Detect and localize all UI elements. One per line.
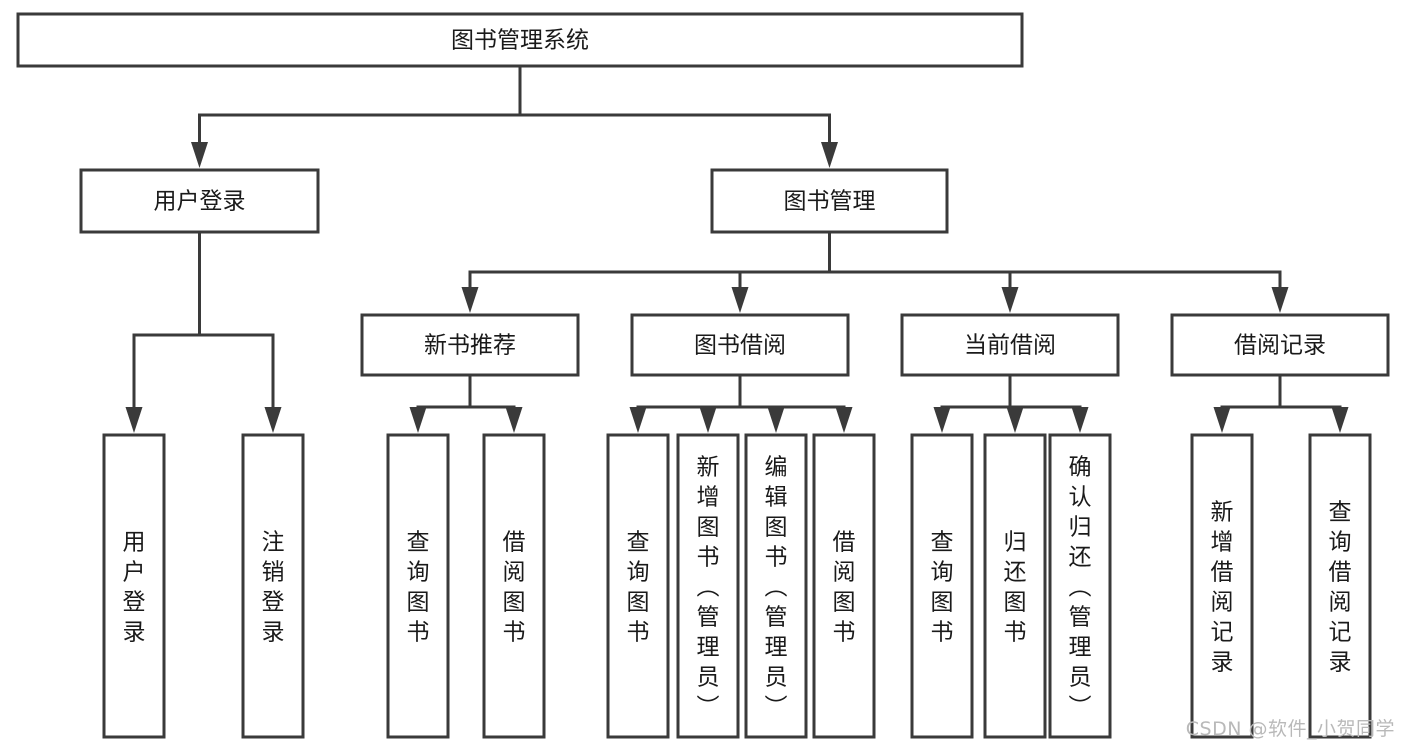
- node-borrow-record[interactable]: 借阅记录: [1170, 313, 1390, 377]
- arrow-head-icon: [1271, 287, 1289, 313]
- arrow-head-icon: [1006, 407, 1024, 433]
- node-box-leaf-user-login: [102, 433, 166, 739]
- arrow-head-icon: [731, 287, 749, 313]
- arrow-head-icon: [1331, 407, 1349, 433]
- arrow-head-icon: [821, 142, 838, 168]
- arrow-head-icon: [699, 407, 717, 433]
- node-label-leaf-user-login: 用户登录: [123, 529, 146, 645]
- node-box-leaf-return-book: [983, 433, 1047, 739]
- node-label-leaf-borrow-book-2: 借阅图书: [833, 529, 856, 645]
- node-label-leaf-add-book: 新增图书︵管理员︶: [697, 454, 720, 720]
- node-label-root: 图书管理系统: [451, 28, 589, 54]
- node-new-book-rec[interactable]: 新书推荐: [360, 313, 580, 377]
- node-box-leaf-add-record: [1190, 433, 1254, 739]
- node-current-borrow[interactable]: 当前借阅: [900, 313, 1120, 377]
- node-box-leaf-query-record: [1308, 433, 1372, 739]
- arrow-head-icon: [125, 407, 143, 433]
- connector-group-current-borrow: [933, 373, 1089, 433]
- node-box-leaf-query-book-3: [910, 433, 974, 739]
- node-box-current-borrow: [900, 313, 1120, 377]
- arrow-head-icon: [264, 407, 282, 433]
- node-leaf-edit-book[interactable]: 编辑图书︵管理员︶: [744, 433, 808, 739]
- node-label-leaf-query-book-2: 查询图书: [627, 529, 650, 645]
- node-leaf-add-record[interactable]: 新增借阅记录: [1190, 433, 1254, 739]
- arrow-head-icon: [629, 407, 647, 433]
- node-leaf-query-book-2[interactable]: 查询图书: [606, 433, 670, 739]
- node-label-new-book-rec: 新书推荐: [424, 333, 516, 359]
- connector-group-book-borrow: [629, 373, 853, 433]
- node-leaf-query-book-3[interactable]: 查询图书: [910, 433, 974, 739]
- node-box-book-borrow: [630, 313, 850, 377]
- node-label-current-borrow: 当前借阅: [964, 333, 1056, 359]
- node-book-manage[interactable]: 图书管理: [710, 168, 949, 234]
- node-leaf-borrow-book-2[interactable]: 借阅图书: [812, 433, 876, 739]
- node-label-leaf-query-record: 查询借阅记录: [1329, 499, 1352, 675]
- node-box-leaf-query-book-2: [606, 433, 670, 739]
- connector-group-new-book-rec: [409, 373, 523, 433]
- arrow-head-icon: [461, 287, 479, 313]
- node-leaf-query-book-1[interactable]: 查询图书: [386, 433, 450, 739]
- node-box-leaf-add-book: [676, 433, 740, 739]
- node-box-leaf-confirm-return: [1048, 433, 1112, 739]
- connector-group-user-login: [125, 230, 282, 433]
- node-box-leaf-borrow-book-2: [812, 433, 876, 739]
- node-box-borrow-record: [1170, 313, 1390, 377]
- node-label-book-manage: 图书管理: [784, 189, 876, 215]
- node-root[interactable]: 图书管理系统: [16, 12, 1024, 68]
- node-box-leaf-edit-book: [744, 433, 808, 739]
- node-box-root: [16, 12, 1024, 68]
- node-label-user-login: 用户登录: [154, 189, 246, 215]
- node-label-leaf-borrow-book-1: 借阅图书: [503, 529, 526, 645]
- node-leaf-borrow-book-1[interactable]: 借阅图书: [482, 433, 546, 739]
- node-label-leaf-edit-book: 编辑图书︵管理员︶: [765, 454, 788, 720]
- node-leaf-user-logout[interactable]: 注销登录: [241, 433, 305, 739]
- arrow-head-icon: [1071, 407, 1089, 433]
- connector-layer: [125, 64, 1349, 433]
- node-box-new-book-rec: [360, 313, 580, 377]
- connector-group-borrow-record: [1213, 373, 1349, 433]
- arrow-head-icon: [191, 142, 208, 168]
- node-leaf-add-book[interactable]: 新增图书︵管理员︶: [676, 433, 740, 739]
- arrow-head-icon: [409, 407, 427, 433]
- node-leaf-confirm-return[interactable]: 确认归还︵管理员︶: [1048, 433, 1112, 739]
- arrow-head-icon: [1213, 407, 1231, 433]
- node-leaf-user-login[interactable]: 用户登录: [102, 433, 166, 739]
- node-label-leaf-add-record: 新增借阅记录: [1211, 499, 1234, 675]
- node-label-leaf-return-book: 归还图书: [1004, 529, 1027, 645]
- node-box-leaf-borrow-book-1: [482, 433, 546, 739]
- node-label-leaf-query-book-3: 查询图书: [931, 529, 954, 645]
- node-book-borrow[interactable]: 图书借阅: [630, 313, 850, 377]
- node-box-leaf-user-logout: [241, 433, 305, 739]
- node-leaf-query-record[interactable]: 查询借阅记录: [1308, 433, 1372, 739]
- connector-group-root: [191, 64, 838, 168]
- arrow-head-icon: [767, 407, 785, 433]
- arrow-head-icon: [933, 407, 951, 433]
- node-label-leaf-query-book-1: 查询图书: [407, 529, 430, 645]
- connector-group-book-manage: [461, 230, 1289, 313]
- arrow-head-icon: [505, 407, 523, 433]
- node-label-book-borrow: 图书借阅: [694, 333, 786, 359]
- node-box-book-manage: [710, 168, 949, 234]
- arrow-head-icon: [835, 407, 853, 433]
- node-label-leaf-user-logout: 注销登录: [262, 529, 285, 645]
- arrow-head-icon: [1001, 287, 1019, 313]
- node-user-login[interactable]: 用户登录: [79, 168, 320, 234]
- node-box-leaf-query-book-1: [386, 433, 450, 739]
- node-box-user-login: [79, 168, 320, 234]
- node-layer: 图书管理系统用户登录图书管理新书推荐图书借阅当前借阅借阅记录用户登录注销登录查询…: [16, 12, 1390, 739]
- node-label-borrow-record: 借阅记录: [1234, 333, 1326, 359]
- node-label-leaf-confirm-return: 确认归还︵管理员︶: [1069, 454, 1092, 720]
- node-leaf-return-book[interactable]: 归还图书: [983, 433, 1047, 739]
